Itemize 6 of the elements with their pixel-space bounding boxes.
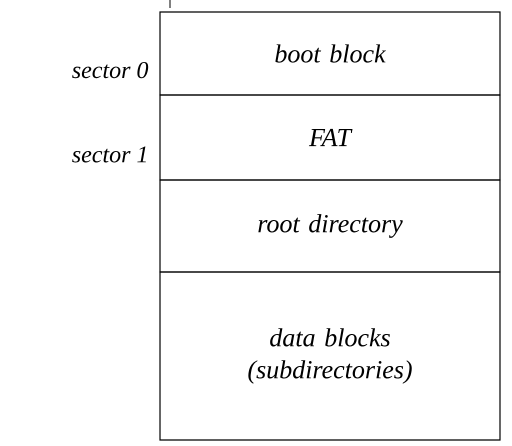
region-box: data blocks (subdirectories) — [159, 271, 501, 441]
side-label: sector 1 — [72, 146, 146, 163]
side-label: sector 0 — [72, 62, 148, 78]
region-box: FAT — [159, 94, 501, 181]
region-box: root directory — [159, 179, 501, 273]
region-box: boot block — [159, 11, 501, 96]
